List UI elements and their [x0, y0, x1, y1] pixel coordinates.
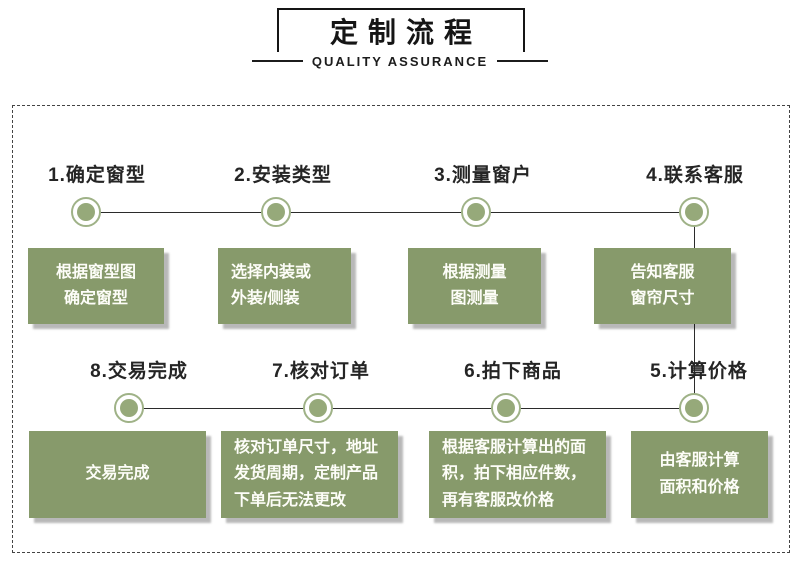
step-7-box: 核对订单尺寸，地址 发货周期，定制产品 下单后无法更改 — [221, 431, 398, 518]
step-8-dot — [120, 399, 138, 417]
step-1-circle — [71, 197, 101, 227]
flow-line-row2 — [129, 408, 696, 409]
step-4-box: 告知客服 窗帘尺寸 — [594, 248, 731, 324]
step-5-dot — [685, 399, 703, 417]
flow-container: 1.确定窗型 2.安装类型 3.测量窗户 4.联系客服 根据窗型图 确定窗型 选… — [12, 105, 790, 553]
step-2-circle — [261, 197, 291, 227]
step-1-dot — [77, 203, 95, 221]
step-6-circle — [491, 393, 521, 423]
step-5-label: 5.计算价格 — [650, 361, 748, 382]
flow-line-row1 — [86, 212, 693, 213]
step-8-box: 交易完成 — [29, 431, 206, 518]
step-7-dot — [309, 399, 327, 417]
step-1-box: 根据窗型图 确定窗型 — [28, 248, 164, 324]
step-2-dot — [267, 203, 285, 221]
step-2-label: 2.安装类型 — [234, 165, 332, 186]
step-2-box: 选择内装或 外装/侧装 — [218, 248, 351, 324]
step-7-circle — [303, 393, 333, 423]
step-3-label: 3.测量窗户 — [434, 165, 532, 186]
step-3-circle — [461, 197, 491, 227]
step-4-circle — [679, 197, 709, 227]
subtitle: QUALITY ASSURANCE — [311, 53, 489, 69]
step-1-label: 1.确定窗型 — [48, 165, 146, 186]
step-3-box: 根据测量 图测量 — [408, 248, 541, 324]
step-5-circle — [679, 393, 709, 423]
step-3-dot — [467, 203, 485, 221]
step-8-circle — [114, 393, 144, 423]
subtitle-line-right — [497, 60, 549, 62]
step-5-box: 由客服计算 面积和价格 — [631, 431, 768, 518]
step-7-label: 7.核对订单 — [272, 361, 370, 382]
step-4-label: 4.联系客服 — [646, 165, 744, 186]
title-box: 定制流程 — [277, 8, 525, 52]
subtitle-row: QUALITY ASSURANCE — [0, 53, 800, 69]
step-4-dot — [685, 203, 703, 221]
step-6-dot — [497, 399, 515, 417]
subtitle-line-left — [251, 60, 303, 62]
step-6-box: 根据客服计算出的面 积，拍下相应件数， 再有客服改价格 — [429, 431, 606, 518]
step-6-label: 6.拍下商品 — [464, 361, 562, 382]
step-8-label: 8.交易完成 — [90, 361, 188, 382]
page-title: 定制流程 — [329, 17, 482, 48]
